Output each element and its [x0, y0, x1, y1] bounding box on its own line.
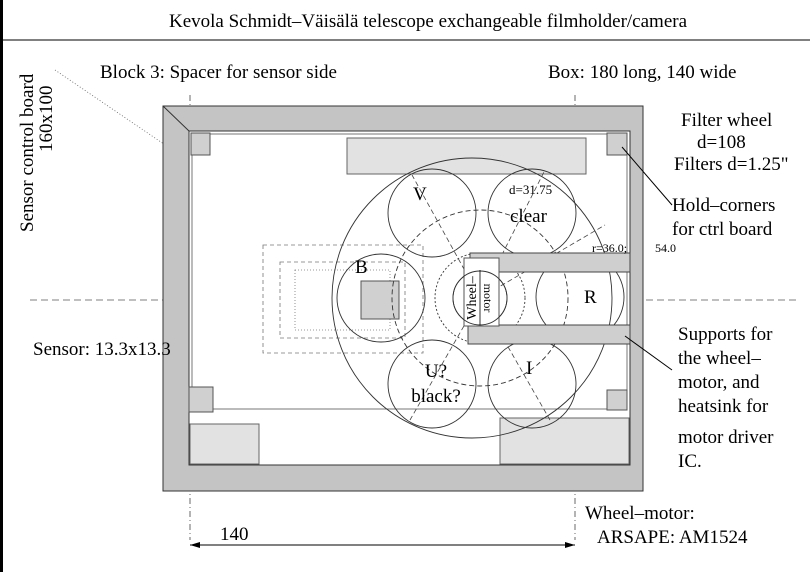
motor-supports	[467, 252, 631, 345]
supports-label-2: the wheel–	[678, 348, 761, 369]
supports-label-1: Supports for	[678, 324, 773, 345]
heatsink-blocks	[189, 137, 630, 465]
sensor-board-label: Sensor control board	[17, 73, 38, 232]
filter-wheel-label: Filter wheel	[681, 110, 772, 131]
sensor-label: Sensor: 13.3x13.3	[33, 339, 171, 360]
filter-v-label: V	[413, 184, 427, 205]
filters-diameter: Filters d=1.25"	[674, 154, 789, 175]
filter-u-label: U?	[425, 361, 447, 382]
filter-i-label: I	[526, 358, 532, 379]
wheel-motor-label-2: motor	[481, 284, 495, 313]
sensor	[360, 280, 400, 320]
radius-label: r=36.0;	[592, 241, 627, 255]
filter-wheel-diameter: d=108	[697, 132, 746, 153]
supports-label-3: motor, and	[678, 372, 760, 393]
supports-label-6: IC.	[678, 451, 702, 472]
hold-corners-label-2: for ctrl board	[672, 219, 773, 240]
radius-label-2: 54.0	[655, 241, 676, 255]
hold-corners-label-1: Hold–corners	[672, 195, 775, 216]
wheel-motor-label-1: Wheel–	[465, 275, 480, 320]
dimension-arrow	[190, 542, 575, 548]
motor-title-label: Wheel–motor:	[585, 503, 695, 524]
sensor-board-leader	[54, 69, 206, 173]
filter-diameter-label: d=31.75	[509, 182, 552, 197]
filter-b-label: B	[355, 257, 368, 278]
motor-model-label: ARSAPE: AM1524	[597, 527, 748, 548]
block3-label: Block 3: Spacer for sensor side	[100, 62, 337, 83]
dimension-label: 140	[220, 524, 249, 545]
filter-black-label: black?	[411, 386, 461, 407]
supports-leader	[624, 335, 673, 371]
supports-label-4: heatsink for	[678, 396, 769, 417]
diagram-title: Kevola Schmidt–Väisälä telescope exchang…	[169, 11, 688, 32]
sensor-board-size: 160x100	[36, 86, 57, 153]
filter-r-label: R	[584, 287, 597, 308]
supports-label-5: motor driver	[678, 427, 774, 448]
sensor-outlines	[262, 244, 424, 354]
hold-corners-leader	[621, 146, 673, 206]
wheel-motor	[463, 257, 500, 327]
filter-clear-label: clear	[510, 206, 548, 227]
box-label: Box: 180 long, 140 wide	[548, 62, 736, 83]
hold-corners	[188, 132, 628, 413]
